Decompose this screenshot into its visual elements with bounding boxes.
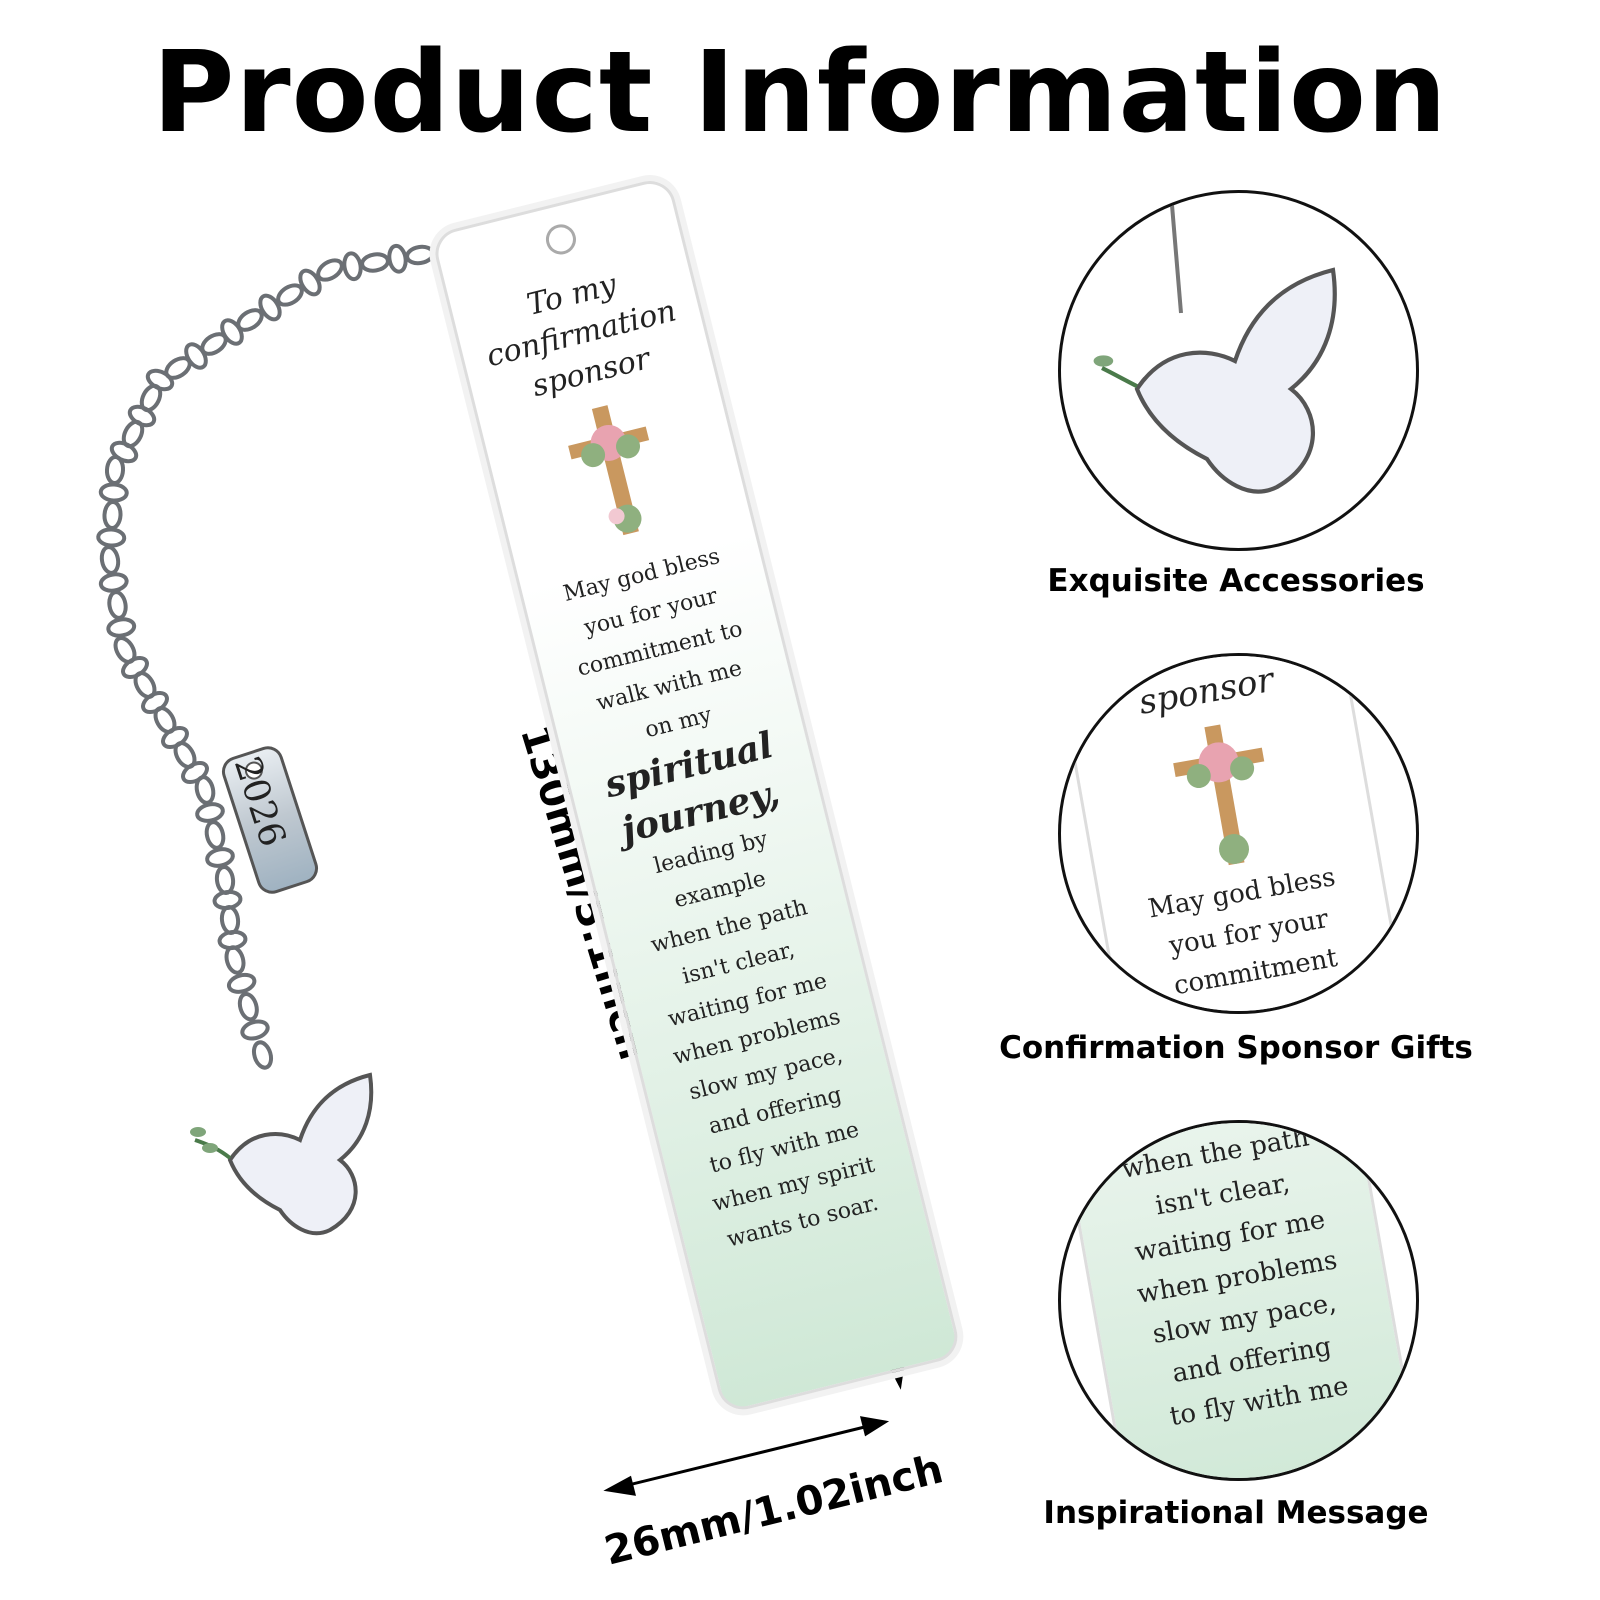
chain [96,243,435,1070]
chain-link [106,617,137,638]
width-arrow [603,1416,890,1496]
chain-link [387,243,408,274]
bookmark-closeup: sponsor May god bless you for your commi… [1061,656,1411,1011]
dove-charm [190,1072,374,1236]
bookmark-closeup: when the path isn't clear, waiting for m… [1062,1123,1416,1478]
feature-caption: Inspirational Message [1043,1495,1429,1531]
chain-link [240,1019,270,1041]
page-title: Product Information [152,28,1448,158]
chain-link [251,1040,274,1070]
chain-link [194,775,216,805]
chain-link [99,545,121,575]
chain-link [220,318,244,346]
chain-link [96,527,127,548]
feature-caption: Confirmation Sponsor Gifts [999,1030,1473,1066]
chain-link [226,972,257,994]
chain-link [184,342,208,370]
cross-icon [1173,724,1265,866]
chain-link [98,572,129,593]
chain-link [181,761,209,784]
chain-link [104,455,126,485]
chain-link [405,244,435,266]
feature-circle-message: when the path isn't clear, waiting for m… [1058,1120,1419,1481]
feature-caption: Exquisite Accessories [1047,563,1425,599]
chain-link [342,251,363,282]
year-tag [221,746,319,894]
chain-link [258,293,282,322]
bookmark: To my confirmation sponsor May god bless… [430,175,963,1415]
chain-link [102,500,123,530]
chain-link [204,820,226,850]
chain-link [360,252,390,273]
chain-link [98,482,129,503]
chain-link [237,991,259,1022]
chain-link [276,283,304,307]
feature-circle-sponsor-gifts: sponsor May god bless you for your commi… [1058,653,1419,1014]
chain-link [107,590,128,620]
cross-icon [568,405,650,536]
chain-link [224,945,246,975]
chain-link [205,847,235,868]
dove-icon [1093,193,1337,494]
chain-link [195,802,225,823]
bookmark-hole [542,221,580,258]
chain-link [316,258,344,282]
chain-link [219,905,241,935]
feature-circle-accessories [1058,190,1419,551]
chain-link [298,268,322,297]
bookmark-heading: To my confirmation sponsor [451,247,713,421]
chain-link [214,865,236,895]
